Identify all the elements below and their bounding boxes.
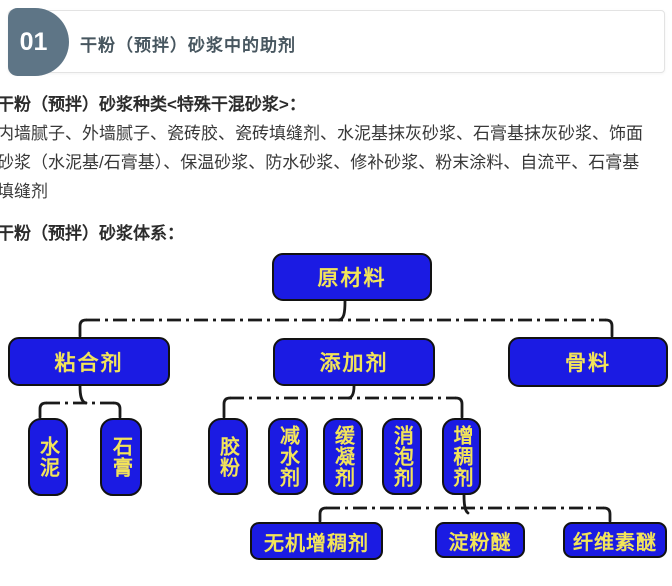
node-starch-ether: 淀粉醚 xyxy=(435,522,525,558)
header-panel xyxy=(8,10,665,73)
node-polymer-powder: 胶粉 xyxy=(208,418,248,495)
node-raw-materials: 原材料 xyxy=(272,253,432,301)
hook-inorganic-thickener-top xyxy=(318,506,328,523)
section-number: 01 xyxy=(19,27,48,56)
hook-thickener-top xyxy=(454,396,464,419)
tick-binder-down xyxy=(78,384,88,405)
node-water-reducer: 减水剂 xyxy=(268,418,308,495)
node-additive: 添加剂 xyxy=(273,338,435,386)
hook-aggregate-top xyxy=(604,318,614,338)
connector-lines xyxy=(38,299,614,523)
node-binder: 粘合剂 xyxy=(8,337,170,386)
node-retarder: 缓凝剂 xyxy=(323,418,363,495)
intro-paragraph: 干粉（预拌）砂浆种类<特殊干混砂浆>： 内墙腻子、外墙腻子、瓷砖胶、瓷砖填缝剂、… xyxy=(0,90,672,206)
node-inorganic-thickener: 无机增稠剂 xyxy=(250,522,383,560)
hook-gypsum-top xyxy=(112,401,122,419)
hook-cement-top xyxy=(38,401,48,419)
section-number-badge: 01 xyxy=(8,8,69,76)
tick-thickener-down xyxy=(462,493,470,515)
node-defoamer: 消泡剂 xyxy=(382,418,422,495)
mortar-system-flowchart: 原材料 粘合剂 添加剂 骨料 水泥 石膏 胶粉 减水剂 缓凝剂 消泡剂 增稠剂 … xyxy=(0,245,672,586)
node-cement: 水泥 xyxy=(28,418,68,496)
node-thickener: 增稠剂 xyxy=(442,418,481,495)
mortar-types-heading: 干粉（预拌）砂浆种类<特殊干混砂浆>： xyxy=(0,95,306,114)
mortar-types-line: 填缝剂 xyxy=(0,182,48,201)
mortar-types-line: 内墙腻子、外墙腻子、瓷砖胶、瓷砖填缝剂、水泥基抹灰砂浆、石膏基抹灰砂浆、饰面 xyxy=(0,124,643,143)
node-aggregate: 骨料 xyxy=(508,337,668,387)
tick-additive-down xyxy=(347,384,356,400)
hook-polymer-powder-top xyxy=(222,396,232,419)
hook-cellulose-ether-top xyxy=(602,506,612,523)
node-gypsum: 石膏 xyxy=(100,418,142,496)
hook-binder-top xyxy=(78,318,88,338)
page-title: 干粉（预拌）砂浆中的助剂 xyxy=(80,36,296,55)
mortar-system-heading: 干粉（预拌）砂浆体系： xyxy=(0,224,184,243)
mortar-types-line: 砂浆（水泥基/石膏基）、保温砂浆、防水砂浆、修补砂浆、粉末涂料、自流平、石膏基 xyxy=(0,153,640,172)
node-cellulose-ether: 纤维素醚 xyxy=(563,522,667,558)
tick-root-down xyxy=(337,299,347,322)
